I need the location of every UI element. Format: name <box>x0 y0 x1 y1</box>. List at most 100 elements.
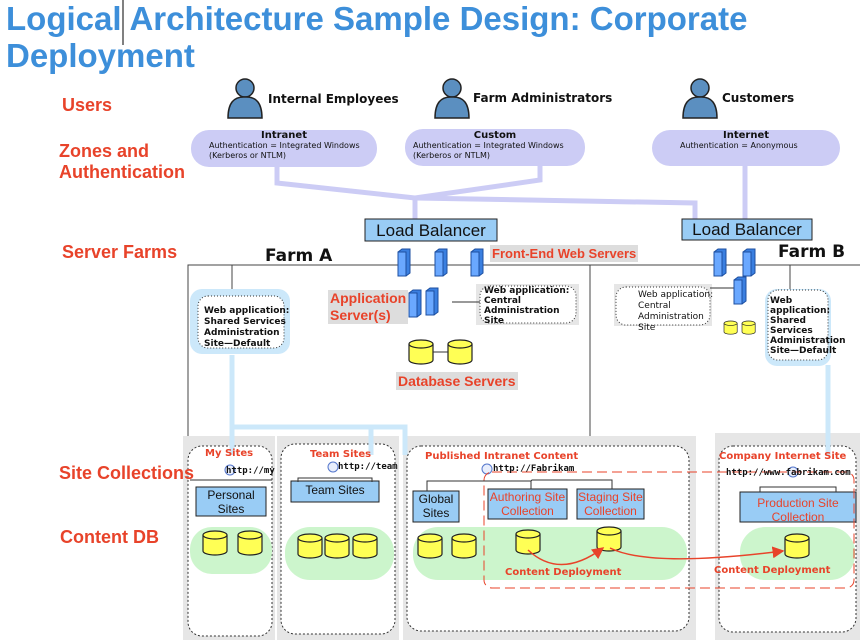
diagram-element: Administration <box>484 306 560 316</box>
diagram-element <box>297 533 323 559</box>
diagram-element <box>487 488 568 520</box>
load-balancer-b-shape <box>681 218 813 241</box>
row-label-users: Users <box>62 95 113 115</box>
diagram-element <box>739 491 857 523</box>
content-deployment-arrow <box>609 546 785 560</box>
diagram-element <box>224 464 236 476</box>
row-label-zones: Zones and <box>59 141 150 161</box>
zone-auth: (Kerberos or NTLM) <box>413 151 490 160</box>
load-balancer-a-shape <box>364 218 498 242</box>
company-internet-title: Company Internet Site <box>719 451 847 462</box>
diagram-element: Web application: <box>204 306 290 316</box>
user-icon <box>227 78 263 119</box>
diagram-element: Web application: <box>484 286 570 296</box>
app-server-line: Application <box>330 290 407 306</box>
page-title: Logical Architecture Sample Design: Corp… <box>6 0 747 74</box>
zone-internet-shape <box>652 130 840 166</box>
diagram-element <box>195 486 267 517</box>
diagram-element <box>426 480 532 491</box>
diagram-element <box>723 320 738 335</box>
zone-custom-shape <box>405 129 585 166</box>
user-icon <box>434 78 470 119</box>
server-icon <box>434 248 448 277</box>
zone-auth: Authentication = Anonymous <box>680 141 798 150</box>
team-sites-title: Team Sites <box>310 449 372 460</box>
diagram-element <box>237 530 263 556</box>
user-icon <box>682 78 718 119</box>
diagram-element <box>451 533 477 559</box>
diagram-element <box>297 477 373 482</box>
user-farm-administrators: Farm Administrators <box>473 91 613 105</box>
row-label-server-farms: Server Farms <box>62 242 178 262</box>
zone-intranet: Intranet Authentication = Integrated Win… <box>191 130 377 161</box>
company-internet-url[interactable]: http://www.fabrikam.com <box>726 468 851 478</box>
load-balancer-a: Load Balancer <box>376 221 486 240</box>
row-label-authentication: Authentication <box>59 162 185 182</box>
my-sites-title: My Sites <box>205 448 254 459</box>
diagram-element: Site <box>638 323 656 333</box>
server-icon <box>713 248 727 277</box>
server-icon <box>733 276 747 305</box>
staging-site-collection-box: Staging Site Collection <box>578 490 643 518</box>
my-sites-url[interactable]: http://my <box>226 466 275 476</box>
diagram-element <box>576 488 645 520</box>
diagram-element: Shared <box>770 316 806 326</box>
zone-connectors <box>274 165 748 220</box>
personal-sites-box: Personal Sites <box>207 488 255 516</box>
diagram-element <box>412 490 460 523</box>
diagram-element: Site—Default <box>770 346 837 356</box>
diagram-element: Administration <box>770 336 846 346</box>
zone-custom: Custom Authentication = Integrated Windo… <box>405 130 585 161</box>
published-intranet-url[interactable]: http://Fabrikam <box>493 464 575 474</box>
server-icon <box>742 248 756 277</box>
diagram-element <box>229 355 408 455</box>
zone-auth: Authentication = Integrated Windows <box>413 141 564 150</box>
diagram-element <box>414 195 698 220</box>
diagram-element: Services <box>770 326 813 336</box>
content-deployment-label: Content Deployment <box>505 567 622 578</box>
diagram-element: Site—Default <box>204 339 271 349</box>
farm-a-label: Farm A <box>265 246 333 266</box>
user-customers: Customers <box>722 91 795 105</box>
diagram-element <box>784 533 810 559</box>
diagram-element <box>530 479 613 489</box>
server-icon <box>408 289 422 318</box>
zone-auth: Authentication = Integrated Windows <box>209 141 360 150</box>
published-intranet-title: Published Intranet Content <box>425 451 579 462</box>
server-icon <box>425 287 439 316</box>
app-server-line: Server(s) <box>330 307 391 323</box>
diagram-element: application: <box>770 306 831 316</box>
diagram-element: Central <box>638 301 671 311</box>
diagram-element: Administration <box>638 312 704 322</box>
diagram-element <box>741 320 756 335</box>
database-icon <box>408 339 434 365</box>
diagram-element <box>187 264 591 436</box>
user-internal-employees: Internal Employees <box>268 92 399 106</box>
global-sites-box: Global Sites <box>418 492 454 520</box>
team-sites-box: Team Sites <box>305 483 365 497</box>
diagram-element <box>324 533 350 559</box>
row-label-content-db: Content DB <box>60 527 159 547</box>
farm-b-label: Farm B <box>778 242 846 262</box>
database-icon <box>447 339 473 365</box>
diagram-element <box>290 480 380 503</box>
content-deployment-arrow <box>527 547 605 566</box>
diagram-element <box>479 285 577 324</box>
zone-auth: (Kerberos or NTLM) <box>209 151 286 160</box>
database-servers-label: Database Servers <box>396 372 518 390</box>
diagram-element <box>767 289 829 361</box>
title-line-2: Deployment <box>6 37 195 74</box>
server-icon <box>397 248 411 277</box>
front-end-web-servers-label: Front-End Web Servers <box>490 245 639 262</box>
diagram-element <box>615 286 711 326</box>
zone-name: Internet <box>722 130 769 141</box>
diagram-element <box>723 320 738 335</box>
team-sites-url[interactable]: http://team <box>338 462 398 472</box>
diagram-element: Central <box>484 296 522 306</box>
zone-intranet-shape <box>191 130 377 167</box>
